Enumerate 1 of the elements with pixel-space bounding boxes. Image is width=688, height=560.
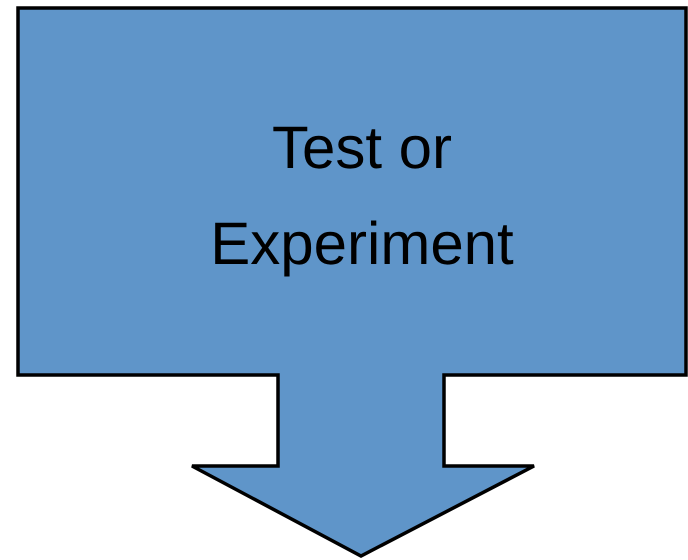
node-label: Test or Experiment — [209, 113, 515, 279]
